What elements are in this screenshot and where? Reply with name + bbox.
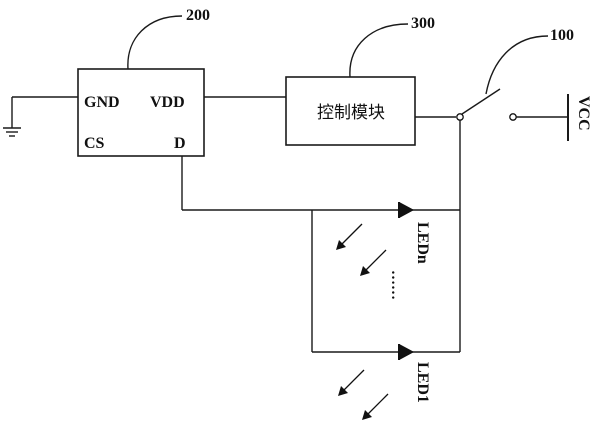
chip-ref-label: 200 xyxy=(186,7,210,24)
led-1-light-arrows xyxy=(338,369,389,420)
control-module-label: 控制模块 xyxy=(317,103,385,123)
led-n-diode xyxy=(398,202,415,218)
ground-symbol xyxy=(3,97,21,137)
led-n-light-arrows xyxy=(336,223,387,276)
cs-pin-label: CS xyxy=(84,135,105,152)
gnd-pin-label: GND xyxy=(84,94,120,111)
led-n-label: LEDn xyxy=(414,222,431,264)
driver-chip xyxy=(77,68,205,157)
vdd-pin-label: VDD xyxy=(150,94,185,111)
d-pin-label: D xyxy=(174,135,186,152)
switch-leader-line xyxy=(485,35,549,95)
led-1-label: LED1 xyxy=(414,362,431,403)
chip-leader-line xyxy=(127,15,183,70)
vcc-label: VCC xyxy=(575,96,592,131)
led-1-diode xyxy=(398,344,415,360)
control-ref-label: 300 xyxy=(411,15,435,32)
control-module xyxy=(285,76,416,146)
led-ellipsis: …… xyxy=(388,270,404,300)
control-leader-line xyxy=(349,23,409,78)
switch-ref-label: 100 xyxy=(550,27,574,44)
